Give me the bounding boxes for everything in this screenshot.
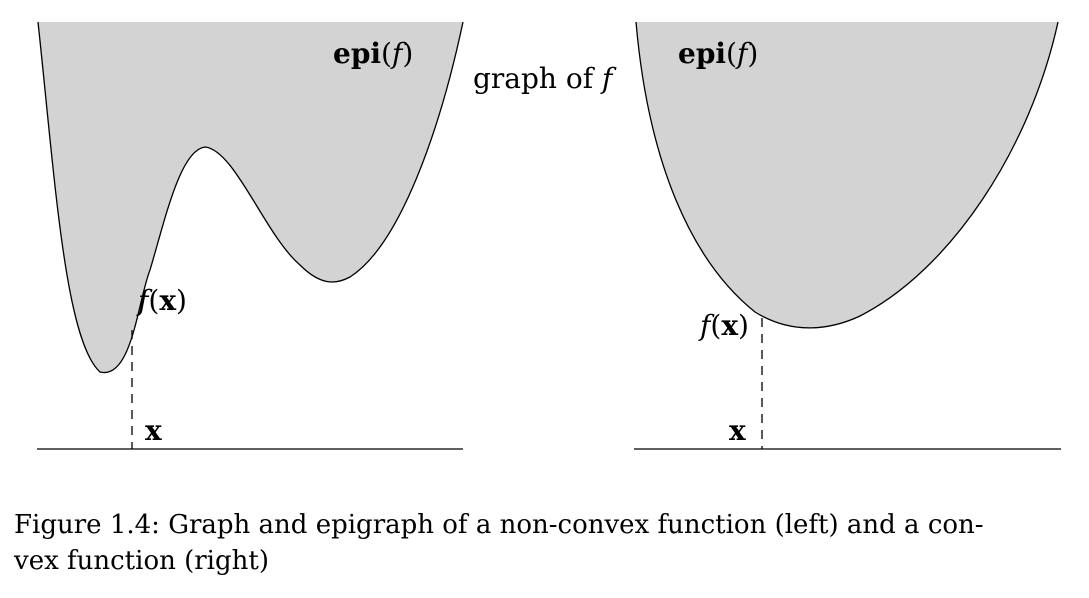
left-function-graph	[37, 21, 464, 373]
figure: epi(f) graph of f f(x) x epi(f) f(x) x	[37, 21, 1061, 450]
left-epigraph-region	[38, 22, 463, 373]
graph-of-f-label: graph of f	[473, 62, 617, 95]
figure-caption: Figure 1.4: Graph and epigraph of a non-…	[14, 507, 1064, 579]
caption-line-1: Figure 1.4: Graph and epigraph of a non-…	[14, 510, 984, 540]
right-epigraph-region	[636, 22, 1058, 328]
right-panel: epi(f) f(x) x	[634, 21, 1061, 450]
left-x-label: x	[145, 414, 162, 447]
right-x-label: x	[729, 414, 746, 447]
left-epi-label: epi(f)	[333, 37, 413, 70]
left-fx-label: f(x)	[136, 284, 187, 317]
right-epi-label: epi(f)	[678, 37, 758, 70]
left-panel: epi(f) graph of f f(x) x	[37, 21, 617, 450]
right-fx-label: f(x)	[698, 309, 749, 342]
right-function-graph	[635, 21, 1059, 329]
caption-line-2: vex function (right)	[14, 546, 269, 576]
